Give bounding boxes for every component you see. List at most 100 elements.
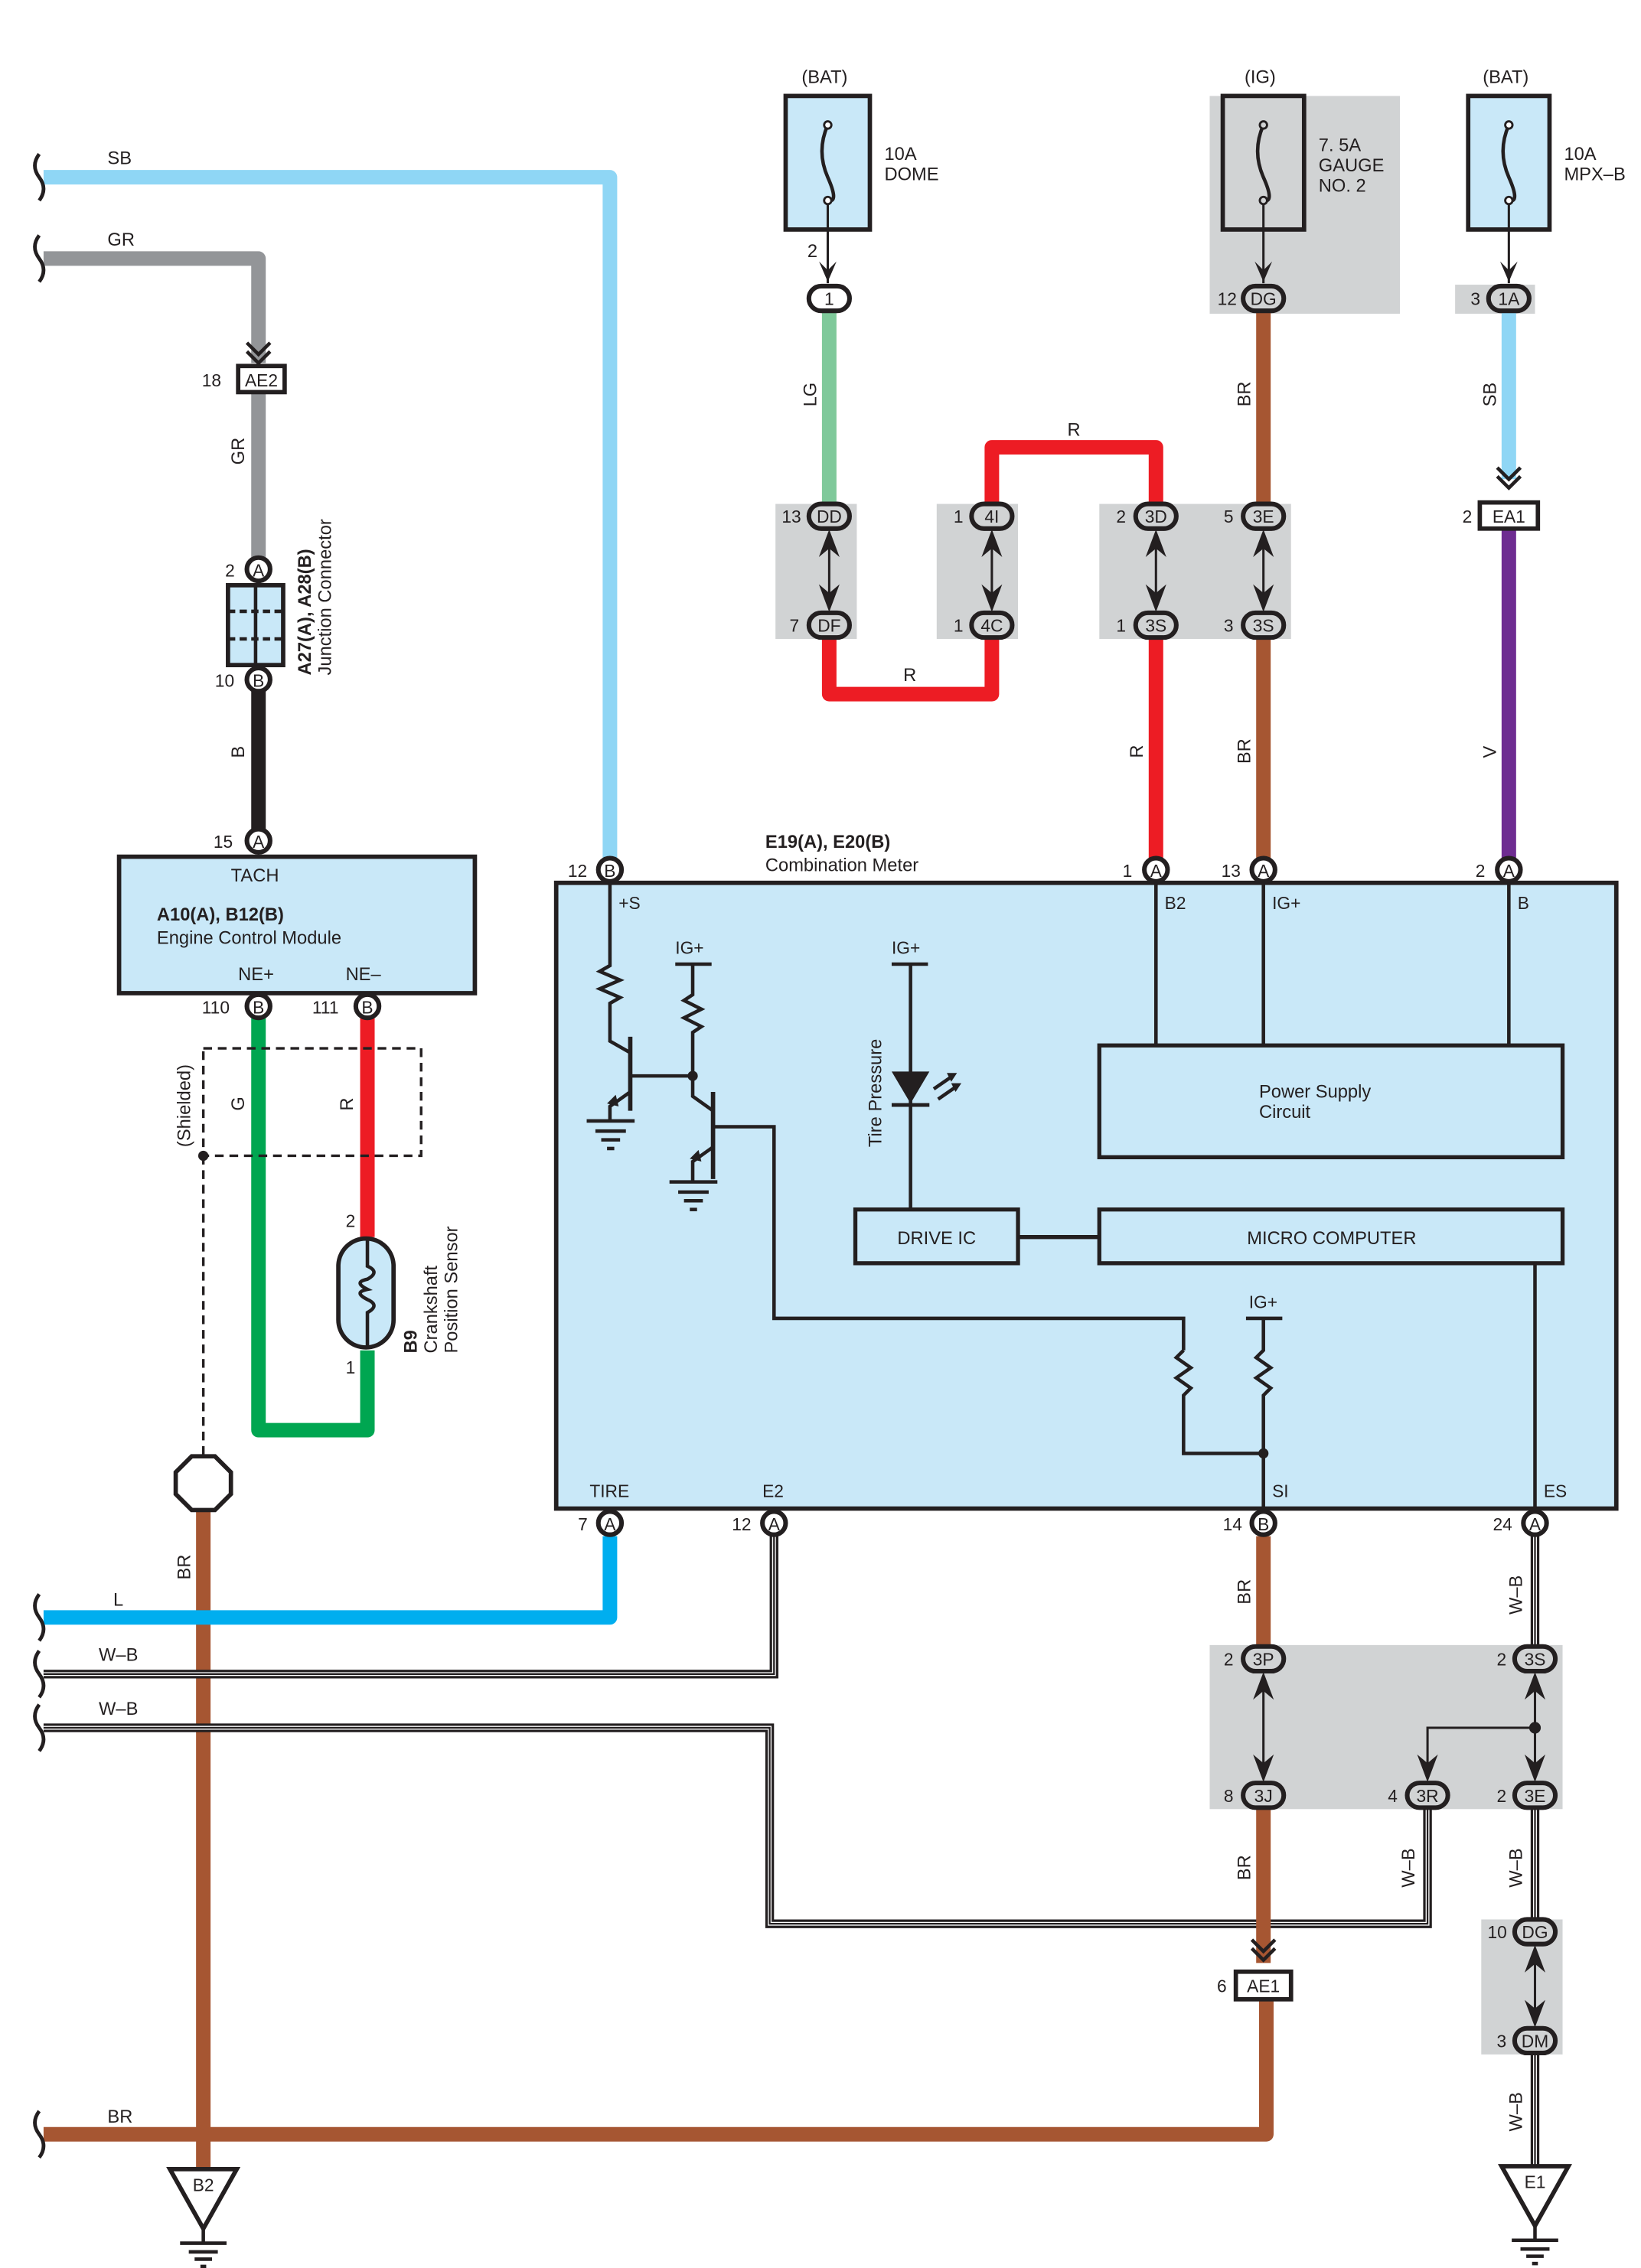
power-supply-circuit: [1097, 1043, 1565, 1160]
fuse-gauge: (IG) 7. 5A GAUGE NO. 2: [1220, 67, 1385, 284]
wire-label: R: [1068, 420, 1081, 440]
wire-label: W–B: [1399, 1848, 1419, 1887]
sensor-name: Crankshaft: [422, 1265, 442, 1353]
svg-text:3: 3: [1224, 616, 1234, 636]
svg-text:B: B: [1518, 893, 1529, 913]
svg-text:14: 14: [1223, 1514, 1242, 1534]
wire-l: [43, 1536, 618, 1625]
wire-label: BR: [1235, 1855, 1255, 1880]
svg-text:ES: ES: [1544, 1481, 1567, 1501]
svg-text:12: 12: [732, 1514, 751, 1534]
svg-text:E1: E1: [1525, 2172, 1546, 2191]
wire-break-marks: [33, 152, 46, 2159]
junction-connector-code: A27(A), A28(B): [295, 549, 315, 675]
crankshaft-position-sensor: 2 1 B9 Crankshaft Position Sensor: [336, 1211, 462, 1377]
svg-text:IG+: IG+: [1249, 1292, 1277, 1312]
svg-text:DRIVE IC: DRIVE IC: [897, 1229, 976, 1249]
ground-e1: E1: [1497, 2164, 1572, 2266]
svg-text:IG+: IG+: [675, 938, 703, 958]
svg-text:6: 6: [1217, 1976, 1227, 1996]
wire-r-top: [984, 440, 1163, 506]
wire-label: GR: [229, 438, 249, 465]
svg-text:B: B: [361, 998, 373, 1018]
svg-text:TIRE: TIRE: [589, 1481, 629, 1501]
junction-connector-name: Junction Connector: [316, 519, 336, 675]
drive-ic: [853, 1207, 1020, 1266]
svg-text:13: 13: [781, 507, 801, 526]
svg-text:A: A: [253, 560, 265, 580]
svg-text:4: 4: [1388, 1786, 1398, 1806]
svg-text:B2: B2: [1165, 893, 1186, 913]
shield-ground-octagon: [173, 1454, 233, 1513]
svg-text:B: B: [253, 671, 264, 691]
svg-text:1: 1: [1116, 616, 1126, 636]
svg-text:DD: DD: [817, 507, 842, 526]
wire-wb-1: [43, 1536, 778, 1679]
svg-text:A: A: [1529, 1514, 1541, 1534]
svg-text:3: 3: [1470, 289, 1480, 309]
svg-text:12: 12: [568, 861, 587, 881]
svg-text:MPX–B: MPX–B: [1564, 165, 1625, 184]
svg-text:TACH: TACH: [231, 866, 279, 886]
svg-text:B2: B2: [193, 2175, 214, 2195]
wire-sb: [43, 170, 618, 868]
svg-text:1: 1: [824, 289, 834, 309]
svg-text:MICRO COMPUTER: MICRO COMPUTER: [1247, 1229, 1416, 1249]
svg-text:7: 7: [578, 1514, 588, 1534]
fuse-icon: [820, 124, 836, 203]
svg-text:5: 5: [1224, 507, 1234, 526]
svg-text:A: A: [1258, 861, 1270, 881]
svg-text:IG+: IG+: [892, 938, 920, 958]
wire-label: W–B: [1506, 1848, 1526, 1887]
svg-text:10A: 10A: [884, 145, 916, 165]
wire-label: SB: [107, 149, 132, 169]
svg-text:NE+: NE+: [238, 965, 274, 985]
wire-label: B: [229, 746, 249, 758]
oval-connectors: 1 DG 12 1A 3 DD 13 DF 7 4I 1 4C 1 3D 2 3…: [781, 283, 1558, 2056]
fuse-source: (BAT): [1483, 67, 1528, 87]
ecm-code: A10(A), B12(B): [157, 905, 284, 925]
wires: [43, 170, 1540, 2171]
svg-text:GAUGE: GAUGE: [1319, 156, 1385, 176]
svg-text:DF: DF: [817, 616, 840, 636]
sensor-code: B9: [402, 1330, 422, 1353]
svg-text:10A: 10A: [1564, 145, 1596, 165]
svg-text:3E: 3E: [1253, 507, 1274, 526]
svg-text:DM: DM: [1522, 2031, 1548, 2051]
connector-ae2: AE2 18: [202, 341, 287, 395]
fuse-icon: [1501, 124, 1517, 203]
svg-text:2: 2: [346, 1211, 356, 1230]
svg-text:3S: 3S: [1525, 1649, 1546, 1669]
svg-text:3R: 3R: [1417, 1786, 1439, 1806]
shielded-label: (Shielded): [175, 1064, 195, 1147]
wire-label: BR: [1235, 381, 1255, 406]
svg-text:NO. 2: NO. 2: [1319, 177, 1366, 197]
svg-text:1: 1: [346, 1357, 356, 1377]
svg-text:Power Supply: Power Supply: [1259, 1083, 1371, 1103]
svg-text:E2: E2: [762, 1481, 784, 1501]
wire-label: BR: [1235, 1579, 1255, 1605]
meter-code: E19(A), E20(B): [765, 833, 890, 852]
svg-text:IG+: IG+: [1272, 893, 1300, 913]
svg-text:3J: 3J: [1254, 1786, 1273, 1806]
svg-text:B: B: [253, 998, 264, 1018]
engine-control-module: A 15 TACH A10(A), B12(B) Engine Control …: [116, 826, 478, 1021]
connector-ae1: AE1 6: [1217, 1938, 1294, 2002]
svg-text:110: 110: [202, 998, 230, 1018]
svg-text:8: 8: [1224, 1786, 1234, 1806]
wire-label: W–B: [1506, 2092, 1526, 2131]
svg-text:10: 10: [1488, 1922, 1507, 1942]
svg-text:7: 7: [790, 616, 800, 636]
connector-ea1: EA1 2: [1463, 466, 1541, 531]
svg-text:2: 2: [1497, 1786, 1507, 1806]
svg-text:13: 13: [1222, 861, 1241, 881]
svg-text:B: B: [604, 861, 615, 881]
svg-text:2: 2: [1497, 1649, 1507, 1669]
svg-text:DG: DG: [1251, 289, 1277, 309]
wire-label: BR: [1235, 738, 1255, 764]
wire-label: W–B: [99, 1699, 138, 1719]
svg-text:3D: 3D: [1145, 507, 1167, 526]
svg-text:Circuit: Circuit: [1259, 1103, 1311, 1123]
fuse-dome: (BAT) 10A DOME 2: [783, 67, 939, 284]
svg-text:EA1: EA1: [1493, 507, 1525, 526]
